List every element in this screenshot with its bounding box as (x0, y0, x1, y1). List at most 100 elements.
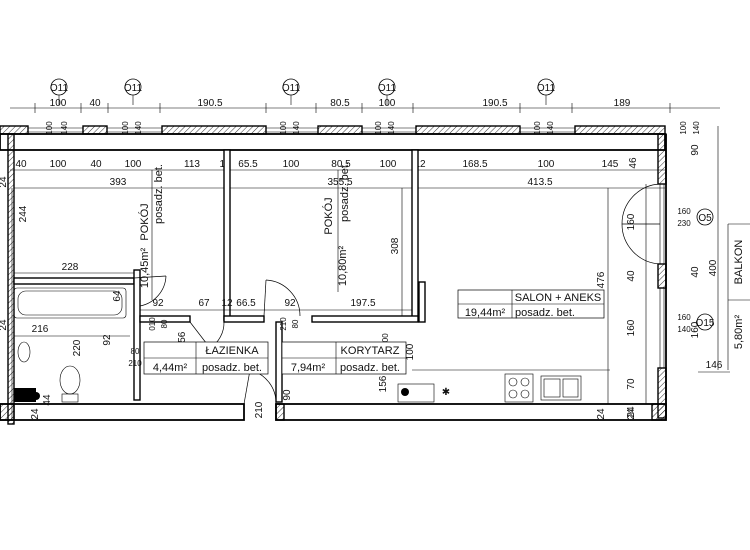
svg-text:244: 244 (18, 205, 29, 222)
svg-text:O11: O11 (50, 83, 69, 94)
svg-text:O11: O11 (282, 83, 301, 94)
svg-text:400: 400 (708, 259, 719, 276)
svg-text:113: 113 (184, 159, 200, 170)
svg-text:posadz. bet.: posadz. bet. (340, 362, 400, 374)
svg-text:220: 220 (72, 339, 83, 356)
svg-text:24: 24 (0, 176, 9, 188)
svg-text:146: 146 (706, 360, 723, 371)
svg-text:O5: O5 (698, 213, 712, 224)
svg-text:160: 160 (690, 321, 701, 338)
svg-text:80: 80 (131, 347, 140, 356)
svg-text:80.5: 80.5 (331, 159, 351, 170)
svg-text:KORYTARZ: KORYTARZ (341, 345, 400, 357)
side-marker: O15 (696, 313, 715, 331)
svg-text:100: 100 (379, 98, 396, 109)
bottom-dimensions: 24 44 210 90 100 156 24 24 (30, 343, 637, 419)
svg-text:posadz. bet.: posadz. bet. (202, 362, 262, 374)
room-pokoj2: POKÓJ 10,80m² posadz. bet. (322, 162, 351, 292)
svg-text:210: 210 (279, 317, 288, 331)
svg-text:O11: O11 (537, 83, 556, 94)
svg-text:posadz. bet.: posadz. bet. (339, 162, 351, 222)
svg-text:100: 100 (679, 121, 688, 135)
svg-text:40: 40 (15, 159, 27, 170)
svg-text:67: 67 (198, 298, 210, 309)
svg-text:44: 44 (42, 394, 53, 406)
kitchen-sink (540, 375, 582, 401)
svg-text:70: 70 (626, 378, 637, 390)
svg-text:65.5: 65.5 (238, 159, 258, 170)
svg-text:BALKON: BALKON (733, 240, 745, 285)
svg-text:160: 160 (626, 213, 637, 230)
side-markers: O5 O15 (696, 208, 715, 331)
svg-text:24: 24 (0, 319, 9, 331)
svg-text:O11: O11 (124, 83, 143, 94)
svg-text:posadz. bet.: posadz. bet. (515, 307, 575, 319)
top-wall (0, 125, 666, 425)
svg-text:80: 80 (160, 319, 169, 328)
svg-text:230: 230 (677, 219, 691, 228)
svg-text:160: 160 (677, 313, 691, 322)
svg-text:355.5: 355.5 (327, 177, 352, 188)
svg-text:160: 160 (626, 319, 637, 336)
right-window-dimensions: 160 230 160 140 (677, 207, 691, 334)
svg-text:100: 100 (538, 159, 555, 170)
axis-marker: O11 (537, 78, 556, 105)
svg-text:100: 100 (405, 343, 416, 360)
svg-text:216: 216 (32, 324, 49, 335)
svg-text:12: 12 (414, 159, 426, 170)
svg-text:197.5: 197.5 (350, 298, 375, 309)
svg-text:7,94m²: 7,94m² (291, 362, 326, 374)
svg-text:4,44m²: 4,44m² (153, 362, 188, 374)
svg-text:80: 80 (291, 319, 300, 328)
svg-text:19,44m²: 19,44m² (465, 307, 506, 319)
left-dimensions: 24 244 24 216 (0, 176, 130, 420)
svg-text:90: 90 (690, 144, 701, 156)
axis-marker: O11 (50, 78, 69, 105)
svg-text:24: 24 (626, 406, 637, 418)
svg-text:SALON + ANEKS: SALON + ANEKS (515, 292, 602, 304)
svg-text:010: 010 (148, 317, 157, 331)
right-inner-dimensions: 160 40 160 70 24 (626, 184, 647, 418)
svg-text:100: 100 (50, 98, 67, 109)
mid-row-dimensions: 64 92 67 12 66.5 92 197.5 (112, 290, 412, 311)
room-korytarz: KORYTARZ 7,94m² posadz. bet. (281, 341, 407, 375)
svg-text:10,45m²: 10,45m² (139, 247, 151, 288)
svg-text:90: 90 (282, 389, 293, 401)
pokoj2-height: 308 (390, 237, 401, 254)
svg-text:200: 200 (381, 333, 390, 347)
pokoj1-width: 228 (62, 262, 79, 273)
svg-text:24: 24 (596, 408, 607, 420)
svg-text:393: 393 (110, 177, 127, 188)
svg-text:80.5: 80.5 (330, 98, 350, 109)
axis-marker: O11 (378, 78, 397, 105)
svg-text:92: 92 (152, 298, 164, 309)
bathroom-fixtures (13, 287, 127, 403)
svg-text:160: 160 (677, 207, 691, 216)
svg-text:24: 24 (626, 408, 637, 420)
room-span-dimensions: 393 355.5 413.5 (14, 177, 665, 189)
svg-text:O11: O11 (378, 83, 397, 94)
svg-text:5,80m²: 5,80m² (733, 315, 745, 350)
svg-text:100: 100 (380, 159, 397, 170)
side-marker: O5 (696, 208, 714, 226)
extractor-icon: ✱ (442, 387, 450, 398)
svg-text:64: 64 (112, 290, 123, 302)
bottom-wall (0, 403, 667, 421)
mid-small-dimensions: 010 80 210 80 200 (148, 317, 390, 347)
svg-text:140: 140 (692, 121, 701, 135)
right-outer-dimensions: 90 400 146 (690, 126, 730, 373)
axis-marker: O11 (124, 78, 143, 105)
svg-text:ŁAZIENKA: ŁAZIENKA (205, 345, 259, 357)
svg-text:145: 145 (602, 159, 619, 170)
svg-text:210: 210 (128, 359, 142, 368)
room-lazienka: ŁAZIENKA 4,44m² posadz. bet. (143, 341, 269, 375)
top-outer-dimensions: 100 40 190.5 80.5 100 190.5 189 (10, 98, 720, 113)
svg-text:40: 40 (90, 159, 102, 170)
stove (504, 373, 534, 403)
svg-text:92: 92 (102, 334, 113, 346)
svg-text:100: 100 (50, 159, 67, 170)
axis-markers: O11 O11 O11 O11 O11 (50, 78, 556, 105)
right-side-dimensions: 40 160 (690, 266, 701, 338)
svg-text:92: 92 (284, 298, 296, 309)
room-salon: SALON + ANEKS 19,44m² posadz. bet. (457, 289, 605, 319)
